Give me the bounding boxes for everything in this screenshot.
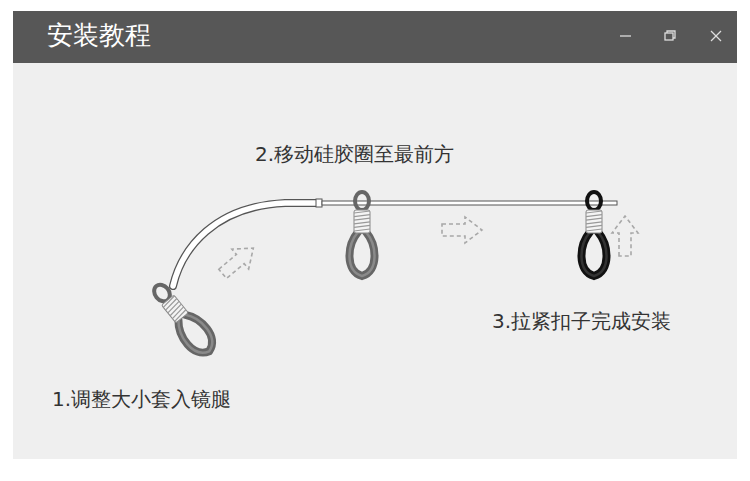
step-label: 2.移动硅胶圈至最前方 (255, 142, 454, 166)
temple-rod (322, 201, 617, 205)
step-label: 3.拉紧扣子完成安装 (492, 309, 671, 333)
step-label: 1.调整大小套入镜腿 (52, 387, 231, 411)
window-body (13, 63, 737, 459)
window-title: 安装教程 (47, 20, 151, 51)
window-controls (620, 31, 721, 41)
temple-joint (316, 199, 322, 207)
direction-arrow (214, 238, 261, 284)
temple-tip (173, 203, 318, 286)
direction-arrow (612, 216, 638, 256)
silicone-loop (349, 192, 374, 276)
silicone-loop (581, 192, 606, 276)
silicone-loop (147, 278, 219, 359)
title-bar (13, 11, 737, 63)
temple-tip-inner (173, 203, 318, 286)
direction-arrow (442, 217, 482, 243)
